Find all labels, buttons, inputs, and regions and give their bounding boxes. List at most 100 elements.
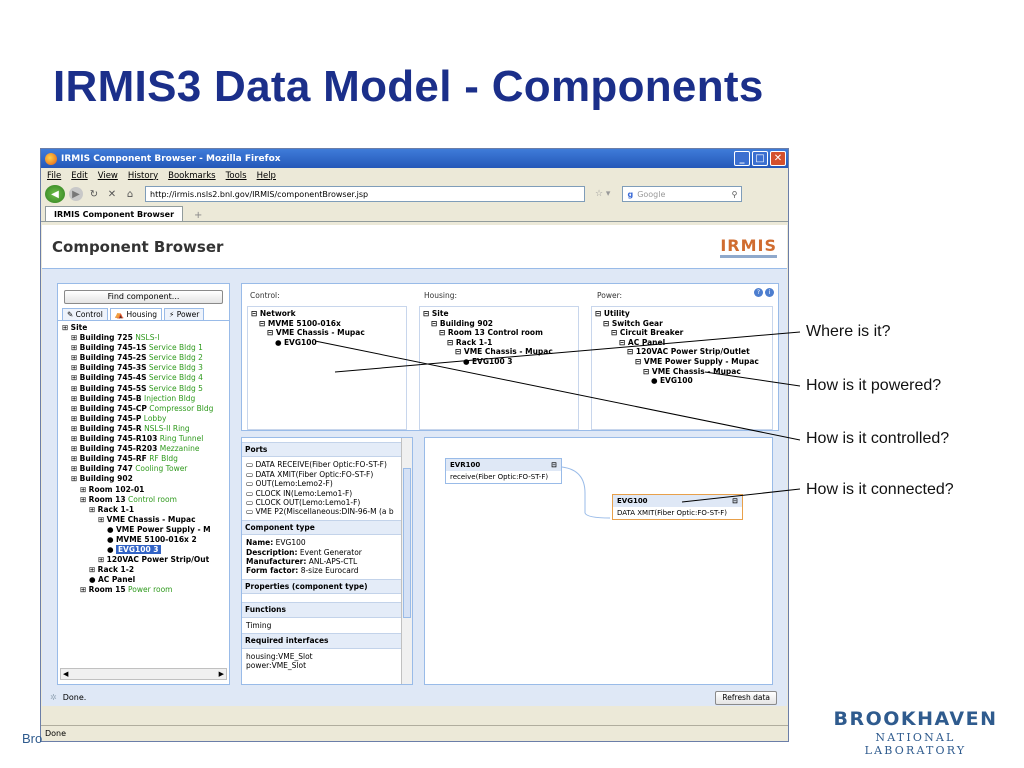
find-component-button[interactable]: Find component... xyxy=(64,290,223,304)
tree-tab-control[interactable]: ✎ Control xyxy=(62,308,108,320)
tree-node[interactable]: ⊞ Building 745-P Lobby xyxy=(62,414,229,424)
back-button[interactable]: ◀ xyxy=(45,185,65,203)
evr100-node[interactable]: EVR100⊟ receive(Fiber Optic:FO-ST-F) xyxy=(445,458,562,484)
tree-node[interactable]: ⊞ Building 745-R NSLS-II Ring xyxy=(62,424,229,434)
tree-node[interactable]: ⊞ Room 15 Power room xyxy=(62,585,229,595)
expand-icon[interactable]: ● xyxy=(89,575,98,585)
help-icon[interactable]: ? xyxy=(754,288,763,297)
power-node[interactable]: ⊟ 120VAC Power Strip/Outlet xyxy=(595,347,769,357)
expand-icon[interactable]: ⊞ xyxy=(71,474,80,484)
properties-header[interactable]: Properties (component type) xyxy=(242,578,412,595)
expand-icon[interactable]: ⊞ xyxy=(71,383,80,393)
collapse-icon[interactable]: ⊟ xyxy=(551,461,557,469)
tree-node[interactable]: ⊞ Rack 1-1 xyxy=(62,505,229,515)
power-node[interactable]: ⊟ Utility xyxy=(595,309,769,319)
power-node[interactable]: ⊟ Switch Gear xyxy=(595,319,769,329)
expand-icon[interactable]: ⊞ xyxy=(71,363,80,373)
expand-icon[interactable]: ⊞ xyxy=(71,444,80,454)
expand-icon[interactable]: ⊞ xyxy=(71,333,80,343)
tree-node[interactable]: ⊞ Building 745-1S Service Bldg 1 xyxy=(62,343,229,353)
expand-icon[interactable]: ⊞ xyxy=(71,434,80,444)
expand-icon[interactable]: ● xyxy=(107,534,116,544)
housing-node[interactable]: ● EVG100 3 xyxy=(423,357,575,367)
expand-icon[interactable]: ⊞ xyxy=(80,494,89,504)
url-bar[interactable]: http://irmis.nsls2.bnl.gov/IRMIS/compone… xyxy=(145,186,585,202)
close-button[interactable]: ✕ xyxy=(770,151,786,166)
expand-icon[interactable]: ⊞ xyxy=(71,393,80,403)
tree-node[interactable]: ⊞ Building 745-B Injection Bldg xyxy=(62,394,229,404)
tree-node[interactable]: ⊞ Building 745-R103 Ring Tunnel xyxy=(62,434,229,444)
tree-node[interactable]: ⊞ Building 745-2S Service Bldg 2 xyxy=(62,353,229,363)
expand-icon[interactable]: ⊞ xyxy=(71,413,80,423)
home-icon[interactable]: ⌂ xyxy=(126,188,134,200)
tree-node[interactable]: ⊞ Building 745-R203 Mezzanine xyxy=(62,444,229,454)
tree-node[interactable]: ⊞ Building 902 xyxy=(62,474,229,484)
port-item[interactable]: ▭ DATA XMIT(Fiber Optic:FO-ST-F) xyxy=(246,470,408,479)
info-icon[interactable]: i xyxy=(765,288,774,297)
tree-node[interactable]: ⊞ Building 745-CP Compressor Bldg xyxy=(62,404,229,414)
expand-icon[interactable]: ⊞ xyxy=(89,504,98,514)
scroll-right-icon[interactable]: ▶ xyxy=(218,670,224,678)
power-node[interactable]: ⊟ AC Panel xyxy=(595,338,769,348)
evg100-port[interactable]: DATA XMIT(Fiber Optic:FO-ST-F) xyxy=(617,509,727,517)
menu-history[interactable]: History xyxy=(127,170,159,181)
scroll-left-icon[interactable]: ◀ xyxy=(63,670,69,678)
refresh-data-button[interactable]: Refresh data xyxy=(715,690,777,705)
housing-node[interactable]: ⊟ Room 13 Control room xyxy=(423,328,575,338)
power-node[interactable]: ⊟ Circuit Breaker xyxy=(595,328,769,338)
power-node[interactable]: ● EVG100 xyxy=(595,376,769,386)
search-icon[interactable]: ⚲ xyxy=(731,189,738,199)
window-titlebar[interactable]: IRMIS Component Browser - Mozilla Firefo… xyxy=(41,149,788,168)
control-node[interactable]: ⊟ Network xyxy=(251,309,403,319)
power-node[interactable]: ⊟ VME Power Supply - Mupac xyxy=(595,357,769,367)
tree-node[interactable]: ⊞ Building 745-5S Service Bldg 5 xyxy=(62,384,229,394)
expand-icon[interactable]: ⊞ xyxy=(98,514,107,524)
tree-node[interactable]: ⊞ VME Chassis - Mupac xyxy=(62,515,229,525)
tree-tab-power[interactable]: ⚡ Power xyxy=(164,308,205,320)
menu-file[interactable]: File xyxy=(47,170,62,181)
tree-node[interactable]: ⊞ Building 745-4S Service Bldg 4 xyxy=(62,373,229,383)
forward-button[interactable]: ▶ xyxy=(69,187,83,201)
evr100-port[interactable]: receive(Fiber Optic:FO-ST-F) xyxy=(450,473,549,481)
menu-help[interactable]: Help xyxy=(256,170,276,181)
expand-icon[interactable]: ⊞ xyxy=(71,454,80,464)
expand-icon[interactable]: ⊞ xyxy=(62,323,71,332)
port-item[interactable]: ▭ CLOCK IN(Lemo:Lemo1-F) xyxy=(246,489,408,498)
control-node[interactable]: ● EVG100 xyxy=(251,338,403,348)
maximize-button[interactable]: □ xyxy=(752,151,768,166)
expand-icon[interactable]: ⊞ xyxy=(71,373,80,383)
housing-node[interactable]: ⊟ Site xyxy=(423,309,575,319)
component-type-header[interactable]: Component type xyxy=(242,519,412,536)
ports-section-header[interactable]: Ports xyxy=(242,442,412,458)
tree-node[interactable]: ● VME Power Supply - M xyxy=(62,525,229,535)
vertical-scrollbar[interactable] xyxy=(401,438,412,684)
expand-icon[interactable]: ⊞ xyxy=(80,585,89,595)
required-interfaces-header[interactable]: Required interfaces xyxy=(242,633,412,649)
menu-bookmarks[interactable]: Bookmarks xyxy=(168,170,216,181)
tree-node[interactable]: ⊞ Building 745-RF RF Bldg xyxy=(62,454,229,464)
evg100-node[interactable]: EVG100⊟ DATA XMIT(Fiber Optic:FO-ST-F) xyxy=(612,494,743,520)
minimize-button[interactable]: _ xyxy=(734,151,750,166)
port-item[interactable]: ▭ VME P2(Miscellaneous:DIN-96-M (a b xyxy=(246,507,408,516)
collapse-icon[interactable]: ⊟ xyxy=(732,497,738,505)
power-node[interactable]: ⊟ VME Chassis - Mupac xyxy=(595,367,769,377)
housing-node[interactable]: ⊟ Building 902 xyxy=(423,319,575,329)
port-item[interactable]: ▭ CLOCK OUT(Lemo:Lemo1-F) xyxy=(246,498,408,507)
tree-node[interactable]: ● MVME 5100-016x 2 xyxy=(62,535,229,545)
expand-icon[interactable]: ● xyxy=(107,524,116,534)
horizontal-scrollbar[interactable]: ◀▶ xyxy=(60,668,227,680)
tree-node[interactable]: ● AC Panel xyxy=(62,575,229,585)
tree-node[interactable]: ⊞ Site xyxy=(62,323,229,333)
tree-node[interactable]: ⊞ Building 745-3S Service Bldg 3 xyxy=(62,363,229,373)
menu-view[interactable]: View xyxy=(97,170,118,181)
menu-tools[interactable]: Tools xyxy=(225,170,247,181)
tree-node[interactable]: ⊞ Rack 1-2 xyxy=(62,565,229,575)
port-item[interactable]: ▭ OUT(Lemo:Lemo2-F) xyxy=(246,479,408,488)
expand-icon[interactable]: ⊞ xyxy=(80,484,89,494)
tree-node[interactable]: ⊞ 120VAC Power Strip/Out xyxy=(62,555,229,565)
scroll-thumb[interactable] xyxy=(403,468,411,618)
expand-icon[interactable]: ⊞ xyxy=(71,464,80,474)
tree-node[interactable]: ⊞ Building 747 Cooling Tower xyxy=(62,464,229,474)
control-node[interactable]: ⊟ VME Chassis - Mupac xyxy=(251,328,403,338)
